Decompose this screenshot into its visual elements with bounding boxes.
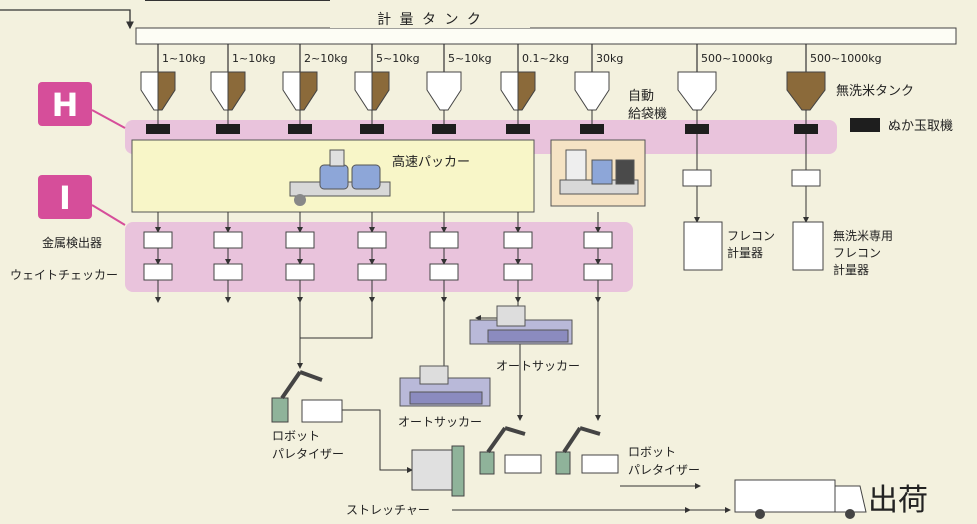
bran-remover-block (685, 124, 709, 134)
robot-palletizer-right-b: ロボット パレタイザー (555, 426, 700, 477)
weight-checker-box (143, 263, 173, 281)
auto-sacker-lower: オートサッカー (398, 365, 491, 429)
musenmai-pre-box (791, 169, 821, 187)
hopper-capacity-label: 0.1~2kg (522, 52, 569, 65)
bran-remover-block (288, 124, 312, 134)
flecon-scale: フレコン 計量器 (683, 221, 775, 271)
hopper-capacity-label: 30kg (596, 52, 623, 65)
bran-remover-block (794, 124, 818, 134)
hopper-9: 500~1000kg (786, 44, 882, 134)
hopper-3: 2~10kg (282, 44, 348, 134)
hopper-capacity-label: 1~10kg (232, 52, 276, 65)
auto-sacker-upper: オートサッカー (469, 305, 580, 373)
musenmai-flecon-scale: 無洗米専用 フレコン 計量器 (792, 221, 893, 277)
svg-text:H: H (52, 86, 79, 124)
badge-h: H (38, 82, 126, 129)
svg-text:ロボット: ロボット (272, 429, 320, 443)
measuring-tank-label: 計 量 タ ン ク (377, 12, 483, 28)
bran-remover-legend: ぬか玉取機 (850, 118, 953, 134)
metal-detector-label: 金属検出器 (42, 235, 102, 250)
hopper-capacity-label: 5~10kg (448, 52, 492, 65)
bran-remover-block (432, 124, 456, 134)
hopper-2: 1~10kg (210, 44, 276, 134)
metal-detector-box (429, 231, 459, 249)
hopper-capacity-label: 1~10kg (162, 52, 206, 65)
svg-text:ロボット: ロボット (628, 445, 676, 459)
hopper-4: 5~10kg (354, 44, 420, 134)
flecon-pre-box (682, 169, 712, 187)
auto-bagger-label-2: 給袋機 (628, 107, 667, 122)
auto-bagger-machine (550, 139, 646, 207)
hopper-7: 30kg (574, 44, 623, 134)
bran-remover-block (506, 124, 530, 134)
robot-palletizer-left: ロボット パレタイザー (271, 370, 344, 461)
weight-checker-label: ウェイトチェッカー (10, 268, 118, 282)
svg-text:オートサッカー: オートサッカー (496, 359, 580, 373)
robot-palletizer-right-a (479, 426, 542, 475)
musenmai-tank-label: 無洗米タンク (836, 84, 914, 99)
svg-text:オートサッカー: オートサッカー (398, 415, 482, 429)
packer-machine-icon (289, 149, 391, 206)
metal-detector-box (213, 231, 243, 249)
hopper-6: 0.1~2kg (500, 44, 569, 134)
metal-detector-box (285, 231, 315, 249)
svg-text:計量器: 計量器 (833, 262, 869, 277)
metal-detector-box (357, 231, 387, 249)
svg-text:パレタイザー: パレタイザー (628, 463, 700, 477)
weight-checker-box (503, 263, 533, 281)
hopper-capacity-label: 2~10kg (304, 52, 348, 65)
weight-checker-box (429, 263, 459, 281)
hopper-row: 1~10kg 1~10kg 2~10kg 5~10kg 5~10kg 0.1~2kg 30k… (140, 44, 882, 134)
incoming-feed-line (0, 0, 330, 30)
metal-detector-box (583, 231, 613, 249)
svg-text:フレコン: フレコン (833, 246, 881, 260)
hopper-capacity-label: 5~10kg (376, 52, 420, 65)
hopper-capacity-label: 500~1000kg (810, 52, 882, 65)
svg-text:フレコン: フレコン (727, 229, 775, 243)
bran-remover-block (360, 124, 384, 134)
measuring-tank-bar: 計 量 タ ン ク (135, 8, 957, 45)
shipping-label: 出荷 (868, 483, 928, 518)
bran-remover-block (216, 124, 240, 134)
bran-remover-block (580, 124, 604, 134)
high-speed-packer-label: 高速パッカー (392, 154, 470, 170)
svg-text:ストレッチャー: ストレッチャー (346, 503, 430, 517)
bran-remover-block (146, 124, 170, 134)
hopper-5: 5~10kg (426, 44, 492, 134)
hopper-capacity-label: 500~1000kg (701, 52, 773, 65)
svg-text:無洗米専用: 無洗米専用 (833, 228, 893, 243)
process-boxes (143, 169, 821, 281)
bran-remover-label: ぬか玉取機 (888, 119, 953, 134)
auto-bagger-label-1: 自動 (628, 89, 654, 104)
badge-i: I (38, 175, 126, 226)
svg-text:パレタイザー: パレタイザー (272, 447, 344, 461)
weight-checker-box (357, 263, 387, 281)
weight-checker-box (213, 263, 243, 281)
shipping-truck (734, 479, 867, 519)
metal-detector-box (503, 231, 533, 249)
weight-checker-box (285, 263, 315, 281)
hopper-1: 1~10kg (140, 44, 206, 134)
hopper-8: 500~1000kg (677, 44, 773, 134)
svg-text:計量器: 計量器 (727, 245, 763, 260)
stretch-wrapper: ストレッチャー (346, 445, 465, 517)
weight-checker-box (583, 263, 613, 281)
high-speed-packer: 高速パッカー (131, 139, 535, 213)
svg-text:I: I (59, 179, 71, 217)
metal-detector-box (143, 231, 173, 249)
